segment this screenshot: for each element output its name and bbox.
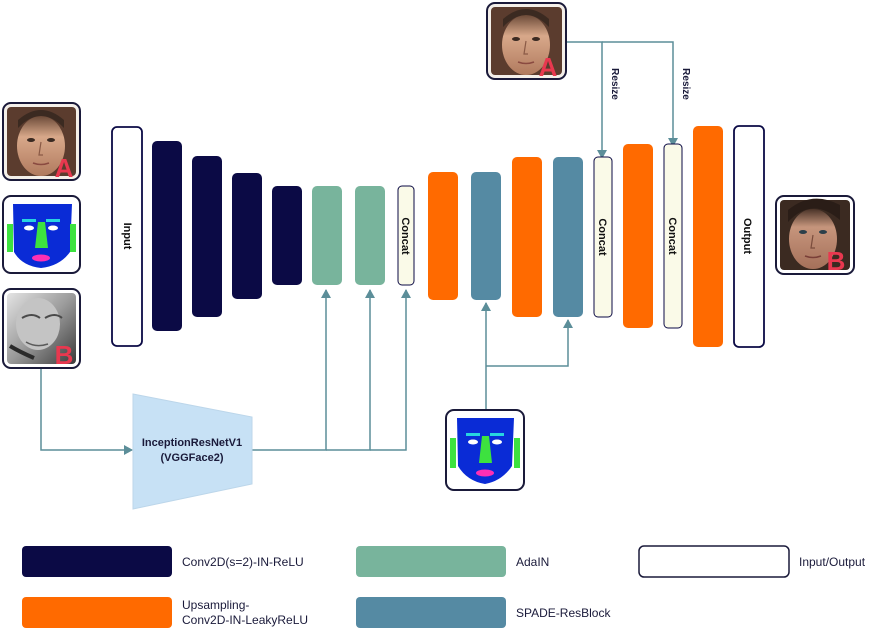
concat-block-2	[593, 156, 613, 318]
legend-label-io: Input/Output	[799, 555, 866, 569]
legend-swatch-upsample	[22, 597, 172, 628]
connections	[40, 41, 678, 455]
legend-swatch-io	[638, 545, 790, 578]
upsample-block-4	[693, 126, 723, 347]
legend-swatch-conv	[22, 546, 172, 577]
legend-label-conv: Conv2D(s=2)-IN-ReLU	[182, 555, 304, 569]
encoder-weights: (VGGFace2)	[161, 452, 224, 464]
legend-label-adain: AdaIN	[516, 555, 549, 569]
identity-letter: A	[55, 153, 74, 183]
identity-face-image: A	[2, 102, 81, 183]
identity-letter-top: A	[539, 52, 558, 82]
wire-encoder-to-concat1	[370, 289, 411, 451]
legend-label-upsample-2: Conv2D-IN-LeakyReLU	[182, 613, 308, 627]
resize-label-1: Resize	[609, 68, 620, 100]
conv-block-2	[192, 156, 222, 317]
output-block	[733, 125, 765, 348]
output-block-label: Output	[741, 218, 753, 254]
legend-label-spade: SPADE-ResBlock	[516, 606, 611, 620]
concat-block-2-label: Concat	[596, 218, 608, 256]
network: Input Concat Concat Concat Output	[111, 125, 765, 348]
output-letter: B	[827, 246, 846, 276]
wire-resize-to-concat3	[602, 41, 678, 147]
identity-face-image-top: A	[486, 2, 567, 82]
target-letter: B	[55, 340, 74, 370]
wire-encoder-to-adain2	[326, 289, 375, 451]
upsample-block-1	[428, 172, 458, 300]
conv-block-1	[152, 141, 182, 331]
adain-block-2	[355, 186, 385, 285]
conv-block-3	[232, 173, 262, 299]
encoder-name: InceptionResNetV1	[142, 437, 242, 449]
concat-block-3	[663, 143, 683, 329]
wire-target-to-encoder	[40, 368, 133, 455]
legend-swatch-spade	[356, 597, 506, 628]
output-face-image: B	[775, 195, 855, 276]
target-face-image: B	[2, 288, 81, 370]
spade-block-2	[553, 157, 583, 317]
upsample-block-3	[623, 144, 653, 328]
legend-swatch-adain	[356, 546, 506, 577]
legend-label-upsample-1: Upsampling-	[182, 598, 249, 612]
spade-block-1	[471, 172, 501, 300]
wire-resize-to-concat2	[566, 41, 607, 159]
encoder-shape	[132, 393, 253, 510]
resize-label-2: Resize	[680, 68, 691, 100]
encoder: InceptionResNetV1 (VGGFace2)	[132, 393, 253, 510]
concat-block-1	[397, 185, 415, 286]
legend: Conv2D(s=2)-IN-ReLU AdaIN Input/Output U…	[22, 545, 866, 628]
wire-mask-to-spade2	[486, 319, 573, 367]
input-block	[111, 126, 143, 347]
conv-block-4	[272, 186, 302, 285]
input-block-label: Input	[121, 223, 133, 250]
wire-encoder-to-adain1	[252, 289, 331, 451]
face-segmentation-mask-left	[2, 195, 81, 274]
concat-block-1-label: Concat	[399, 217, 411, 255]
face-segmentation-mask-bottom	[445, 409, 525, 491]
concat-block-3-label: Concat	[666, 217, 678, 255]
adain-block-1	[312, 186, 342, 285]
upsample-block-2	[512, 157, 542, 317]
